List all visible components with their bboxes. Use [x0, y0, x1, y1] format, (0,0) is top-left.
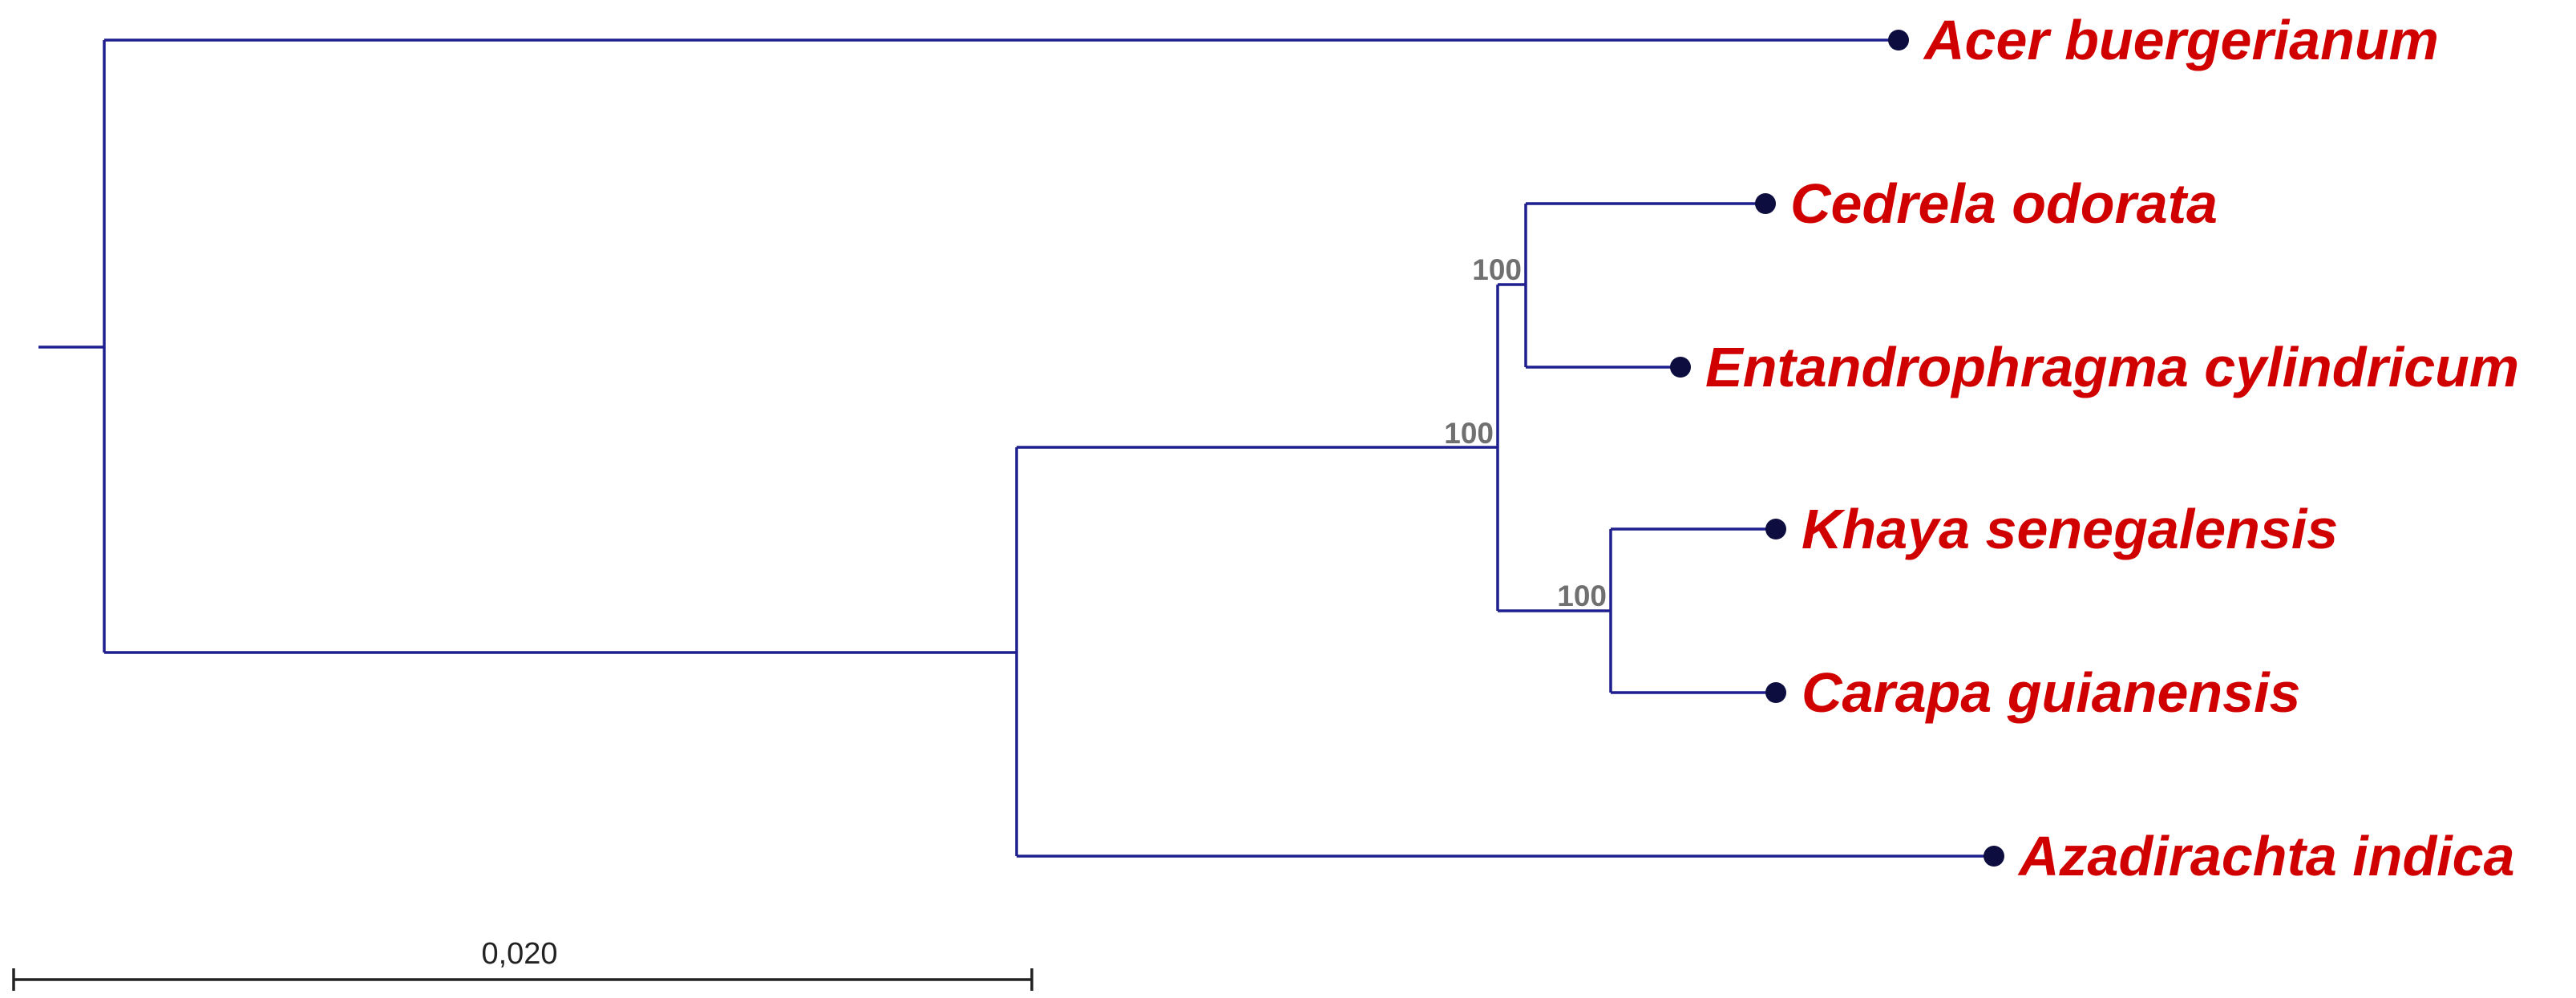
- bootstrap-khaya-carapa: 100: [1557, 580, 1607, 612]
- taxon-label-carapa: Carapa guianensis: [1802, 661, 2300, 724]
- taxon-label-azadirachta: Azadirachta indica: [2017, 825, 2515, 887]
- bootstrap-cedrela-entandrophragma: 100: [1472, 253, 1522, 286]
- scale-bar-label: 0,020: [481, 937, 557, 971]
- taxon-label-acer: Acer buergerianum: [1923, 9, 2439, 71]
- taxon-label-cedrela: Cedrela odorata: [1790, 172, 2218, 235]
- scale-bar: 0,020: [12, 937, 1033, 991]
- tip-marker-azadirachta: [1984, 846, 2004, 867]
- tip-marker-cedrela: [1755, 193, 1776, 214]
- tip-marker-carapa: [1765, 682, 1786, 703]
- tip-marker-khaya: [1765, 519, 1786, 539]
- tip-marker-entandrophragma: [1670, 357, 1691, 378]
- taxon-label-entandrophragma: Entandrophragma cylindricum: [1705, 336, 2519, 398]
- tip-marker-acer: [1888, 30, 1909, 51]
- taxon-label-khaya: Khaya senegalensis: [1802, 498, 2338, 560]
- bootstrap-core-clade: 100: [1444, 417, 1494, 450]
